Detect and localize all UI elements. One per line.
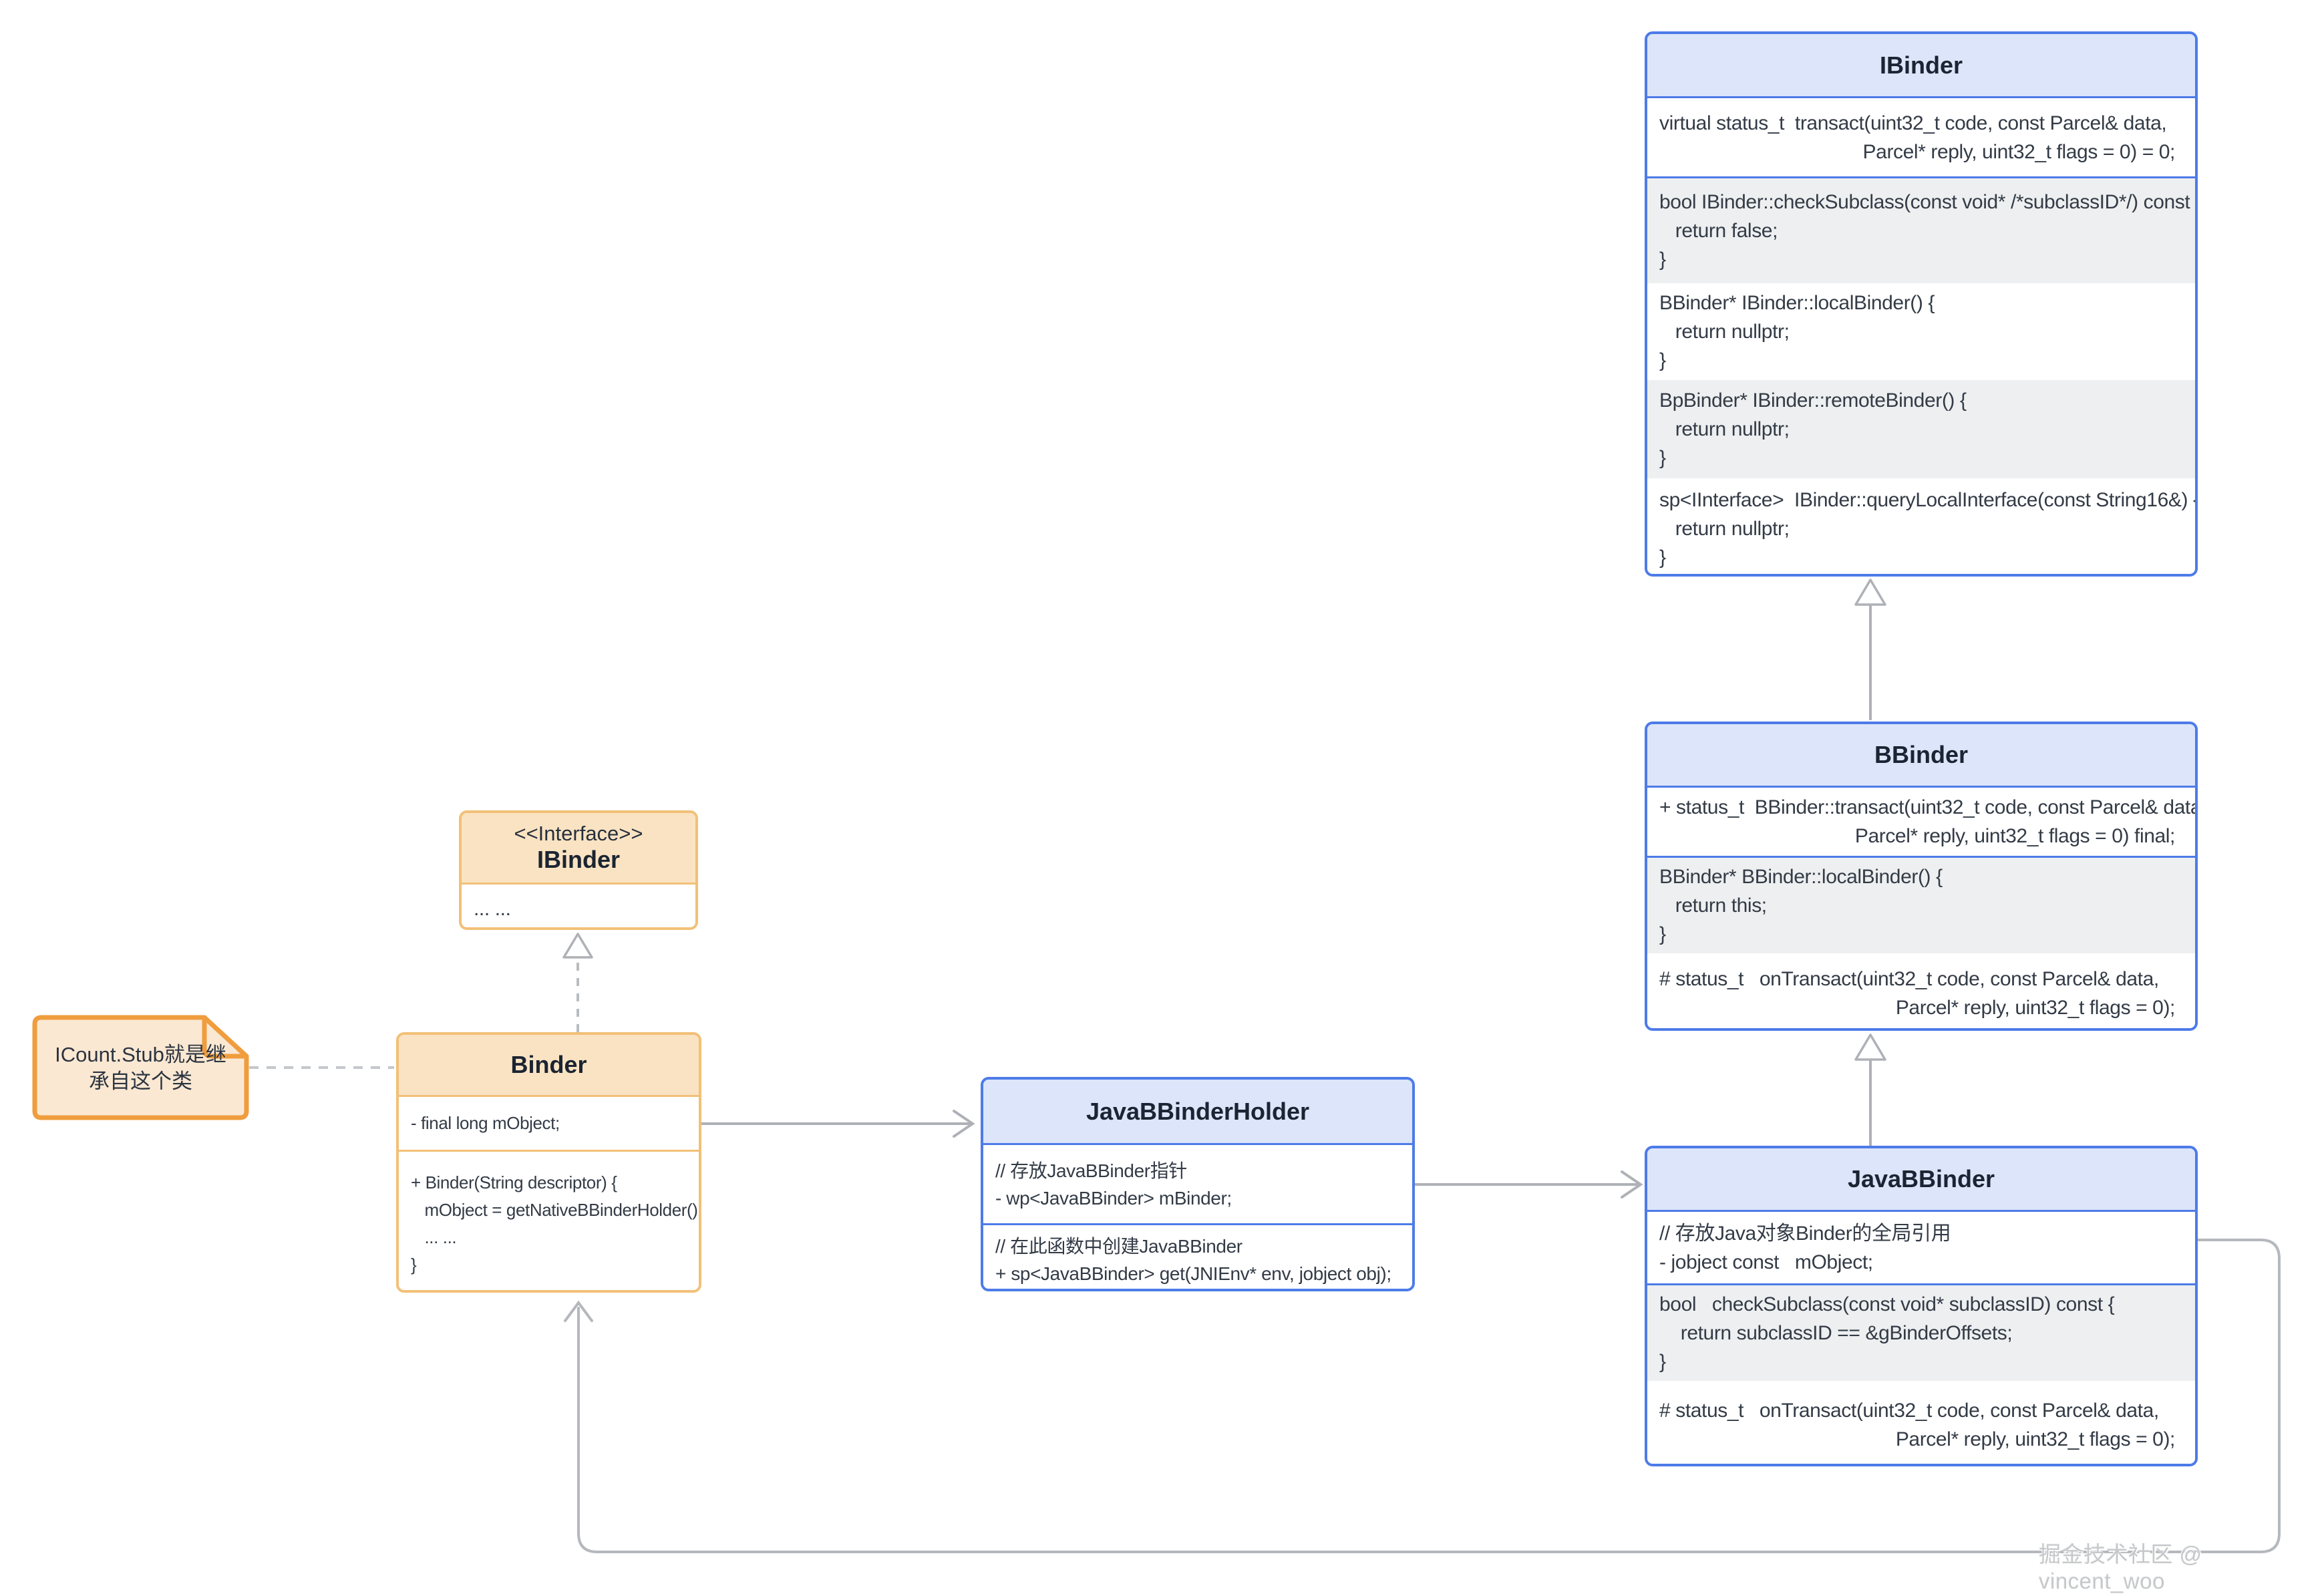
code-line: return nullptr;	[1659, 418, 1790, 440]
class-box-iinterface-ibinder: <<Interface>> IBinder ... ...	[459, 810, 698, 930]
code-line: // 在此函数中创建JavaBBinder	[995, 1235, 1242, 1257]
class-section-attributes: - final long mObject;	[399, 1097, 699, 1150]
arrowhead-icon	[1621, 1170, 1643, 1199]
code-line: - wp<JavaBBinder> mBinder;	[995, 1187, 1232, 1209]
hollow-triangle-icon	[1854, 579, 1886, 606]
class-title: JavaBBinderHolder	[983, 1080, 1412, 1145]
code-line: }	[1659, 546, 1666, 569]
code-line: + status_t BBinder::transact(uint32_t co…	[1659, 796, 2198, 818]
note-text-line2: 承自这个类	[89, 1070, 192, 1093]
class-section-attributes: // 存放JavaBBinder指针 - wp<JavaBBinder> mBin…	[983, 1145, 1412, 1223]
class-section-body: ... ...	[462, 885, 695, 927]
class-section-method: BBinder* BBinder::localBinder() { return…	[1647, 856, 2195, 953]
code-line: mObject = getNativeBBinderHolder();	[411, 1199, 701, 1220]
class-title-text: IBinder	[536, 846, 620, 873]
code-line: # status_t onTransact(uint32_t code, con…	[1659, 968, 2159, 990]
code-line: bool IBinder::checkSubclass(const void* …	[1659, 191, 2198, 213]
code-line: + Binder(String descriptor) {	[411, 1172, 617, 1192]
code-line: sp<IInterface> IBinder::queryLocalInterf…	[1659, 489, 2198, 511]
class-stereotype: <<Interface>>	[514, 822, 643, 845]
code-line: return this;	[1659, 895, 1767, 917]
code-line: - jobject const mObject;	[1659, 1251, 1873, 1273]
association-loop-javabbinder-to-binder	[564, 1239, 2281, 1553]
hollow-triangle-icon	[1854, 1033, 1886, 1061]
class-box-javabbinderholder: JavaBBinderHolder // 存放JavaBBinder指针 - wp…	[981, 1077, 1415, 1291]
code-line: bool checkSubclass(const void* subclassI…	[1659, 1293, 2115, 1315]
class-box-bbinder: BBinder + status_t BBinder::transact(uin…	[1645, 722, 2198, 1031]
code-line: + sp<JavaBBinder> get(JNIEnv* env, jobje…	[995, 1263, 1391, 1284]
class-box-binder: Binder - final long mObject; + Binder(St…	[396, 1032, 701, 1293]
class-section-method: bool IBinder::checkSubclass(const void* …	[1647, 176, 2195, 283]
class-section-method: // 在此函数中创建JavaBBinder + sp<JavaBBinder> g…	[983, 1223, 1412, 1289]
code-line: // 存放Java对象Binder的全局引用	[1659, 1222, 1951, 1245]
class-section-method: BpBinder* IBinder::remoteBinder() { retu…	[1647, 380, 2195, 478]
code-line: ... ...	[411, 1227, 457, 1247]
association-arrow-binder-to-holder	[700, 1110, 975, 1138]
class-box-ibinder: IBinder virtual status_t transact(uint32…	[1645, 31, 2198, 577]
code-line: }	[1659, 923, 1666, 945]
note-shape	[32, 1015, 249, 1120]
code-line: }	[1659, 447, 1666, 469]
class-title: BBinder	[1647, 724, 2195, 788]
code-line: return subclassID == &gBinderOffsets;	[1659, 1322, 2013, 1344]
code-line: virtual status_t transact(uint32_t code,…	[1659, 112, 2167, 134]
code-line: Parcel* reply, uint32_t flags = 0) = 0;	[1862, 140, 2176, 163]
code-line: Parcel* reply, uint32_t flags = 0) final…	[1854, 825, 2176, 847]
code-line: BBinder* IBinder::localBinder() {	[1659, 292, 1935, 314]
code-line: }	[411, 1254, 417, 1275]
class-section-method: # status_t onTransact(uint32_t code, con…	[1647, 953, 2195, 1028]
class-section-attributes: // 存放Java对象Binder的全局引用 - jobject const mO…	[1647, 1212, 2195, 1283]
class-title: IBinder	[1647, 34, 2195, 98]
arrowhead-icon	[564, 1300, 593, 1322]
class-section-method: # status_t onTransact(uint32_t code, con…	[1647, 1381, 2195, 1464]
arrowhead-icon	[953, 1110, 975, 1138]
note-text-line1: ICount.Stub就是继	[55, 1043, 226, 1066]
code-line: # status_t onTransact(uint32_t code, con…	[1659, 1400, 2159, 1422]
code-line: BBinder* BBinder::localBinder() {	[1659, 866, 1943, 888]
class-section-attributes: + status_t BBinder::transact(uint32_t co…	[1647, 788, 2195, 856]
code-line: return nullptr;	[1659, 321, 1790, 343]
class-title: JavaBBinder	[1647, 1148, 2195, 1212]
class-section-method: bool checkSubclass(const void* subclassI…	[1647, 1283, 2195, 1381]
code-line: }	[1659, 1351, 1666, 1373]
code-line: }	[1659, 349, 1666, 371]
class-section-method: BBinder* IBinder::localBinder() { return…	[1647, 283, 2195, 380]
class-box-javabbinder: JavaBBinder // 存放Java对象Binder的全局引用 - jobj…	[1645, 1146, 2198, 1466]
hollow-triangle-icon	[562, 933, 593, 959]
class-section-method: sp<IInterface> IBinder::queryLocalInterf…	[1647, 478, 2198, 574]
watermark: 掘金技术社区 @ vincent_woo	[2039, 1542, 2202, 1593]
code-line: ... ...	[474, 897, 511, 920]
code-line: Parcel* reply, uint32_t flags = 0);	[1895, 997, 2176, 1019]
code-line: // 存放JavaBBinder指针	[995, 1160, 1187, 1181]
code-line: - final long mObject;	[411, 1113, 560, 1133]
class-title: Binder	[399, 1035, 699, 1097]
uml-note: ICount.Stub就是继 承自这个类	[32, 1015, 249, 1120]
note-fold-icon	[202, 1017, 246, 1059]
code-line: return false;	[1659, 220, 1778, 242]
code-line: Parcel* reply, uint32_t flags = 0);	[1895, 1428, 2176, 1450]
code-line: }	[1659, 249, 1666, 271]
association-arrow-holder-to-javabbinder	[1414, 1170, 1643, 1199]
class-title: <<Interface>> IBinder	[462, 813, 695, 885]
class-section-attributes: virtual status_t transact(uint32_t code,…	[1647, 98, 2195, 176]
inheritance-arrow-javabbinder-to-bbinder	[1854, 1033, 1886, 1146]
realization-arrow-binder-to-iinterface	[562, 933, 593, 1032]
code-line: BpBinder* IBinder::remoteBinder() {	[1659, 389, 1967, 412]
code-line: return nullptr;	[1659, 518, 1790, 540]
class-section-method: + Binder(String descriptor) { mObject = …	[399, 1150, 701, 1290]
inheritance-arrow-bbinder-to-ibinder	[1854, 579, 1886, 720]
